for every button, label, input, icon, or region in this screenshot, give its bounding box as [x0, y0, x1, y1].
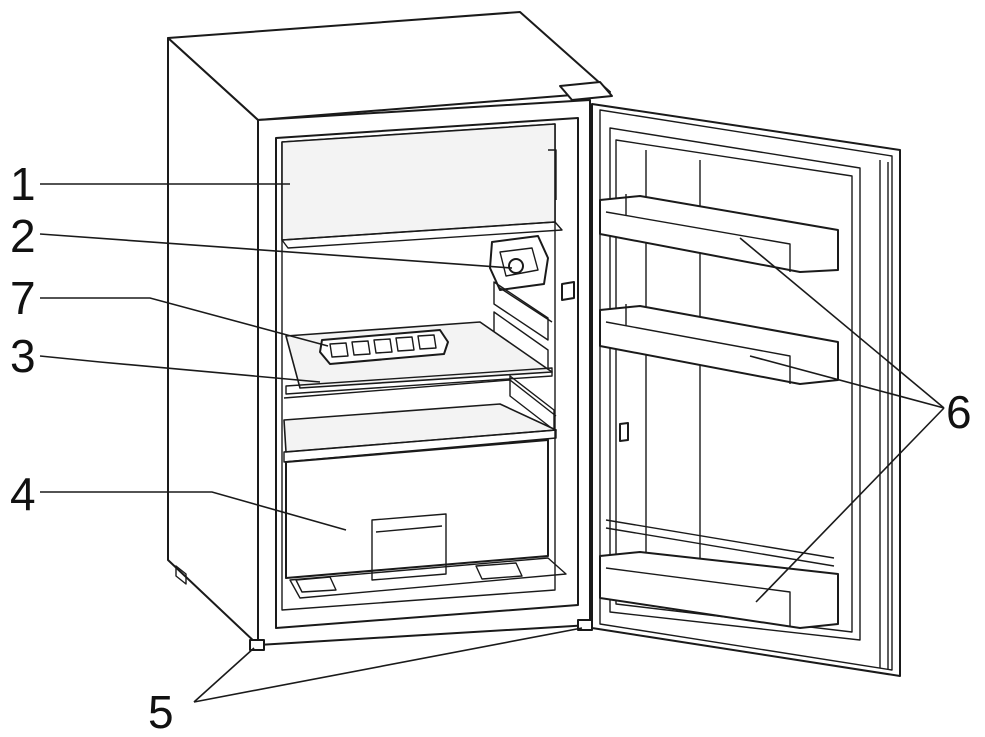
door-bin-bottom [599, 519, 839, 629]
freezer-compartment [281, 123, 563, 249]
top-hinge [559, 81, 613, 101]
callout-6: 6 [946, 386, 972, 438]
callout-7: 7 [10, 272, 36, 324]
leader-4 [40, 491, 347, 531]
front-left-foot [249, 639, 265, 651]
leader-6b [749, 355, 945, 409]
leader-6a [739, 237, 945, 409]
crisper-drawer [285, 439, 567, 599]
callout-3: 3 [10, 330, 36, 382]
leader-3 [39, 355, 321, 383]
freezer-door [281, 123, 556, 241]
door-bin-top [599, 194, 839, 273]
rear-foot [175, 565, 187, 585]
ice-tray [319, 329, 449, 365]
leader-6c [755, 407, 945, 603]
callout-labels: 1 2 7 3 4 5 6 [10, 158, 972, 737]
cabinet-left-side [167, 37, 259, 646]
leader-5a [193, 647, 255, 703]
leader-2 [39, 233, 513, 269]
callout-5: 5 [148, 686, 174, 737]
leader-lines [39, 183, 945, 703]
thermostat-knob [489, 235, 575, 301]
callout-1: 1 [10, 158, 36, 210]
leader-5b [193, 627, 583, 703]
leader-7 [40, 297, 329, 347]
crisper-cover [283, 379, 557, 463]
callout-4: 4 [10, 468, 36, 520]
callout-2: 2 [10, 210, 36, 262]
